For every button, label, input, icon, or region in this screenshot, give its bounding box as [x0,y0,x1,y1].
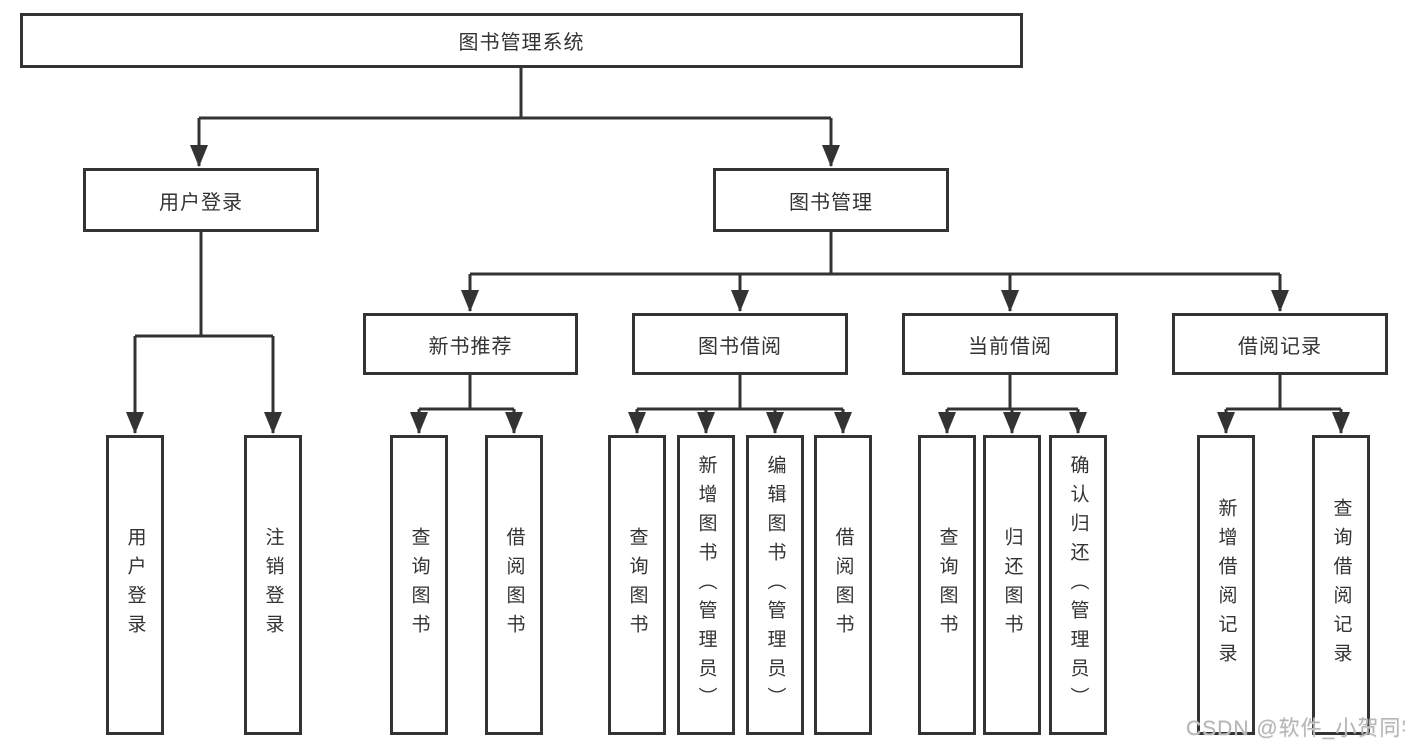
leaf-logout: 注销登录 [244,435,302,735]
leaf-user-login: 用户登录 [106,435,164,735]
node-library-management-system: 图书管理系统 [20,13,1023,68]
leaf-query-books-current: 查询图书 [918,435,976,735]
leaf-edit-books-admin: 编辑图书（管理员） [746,435,804,735]
connector-user-login [135,231,273,338]
leaf-query-books-borrow: 查询图书 [608,435,666,735]
leaf-query-borrow-record: 查询借阅记录 [1312,435,1370,735]
connector-root [199,68,831,120]
connector-book-borrow [637,374,843,411]
node-new-book-recommend: 新书推荐 [363,313,578,375]
leaf-borrow-books: 借阅图书 [814,435,872,735]
node-user-login: 用户登录 [83,168,319,232]
node-borrow-records: 借阅记录 [1172,313,1388,375]
connector-book-management [470,231,1280,276]
node-book-management: 图书管理 [713,168,949,232]
node-current-borrow: 当前借阅 [902,313,1118,375]
leaf-borrow-books-recommend: 借阅图书 [485,435,543,735]
leaf-confirm-return-admin: 确认归还（管理员） [1049,435,1107,735]
leaf-add-borrow-record: 新增借阅记录 [1197,435,1255,735]
leaf-return-books: 归还图书 [983,435,1041,735]
connector-new-book [419,374,514,411]
connector-current-borrow [947,374,1078,411]
csdn-watermark: CSDN @软件_小贺同学 [1186,717,1405,740]
leaf-add-books-admin: 新增图书（管理员） [677,435,735,735]
connector-borrow-records [1226,374,1341,411]
node-book-borrow: 图书借阅 [632,313,848,375]
leaf-query-books-recommend: 查询图书 [390,435,448,735]
